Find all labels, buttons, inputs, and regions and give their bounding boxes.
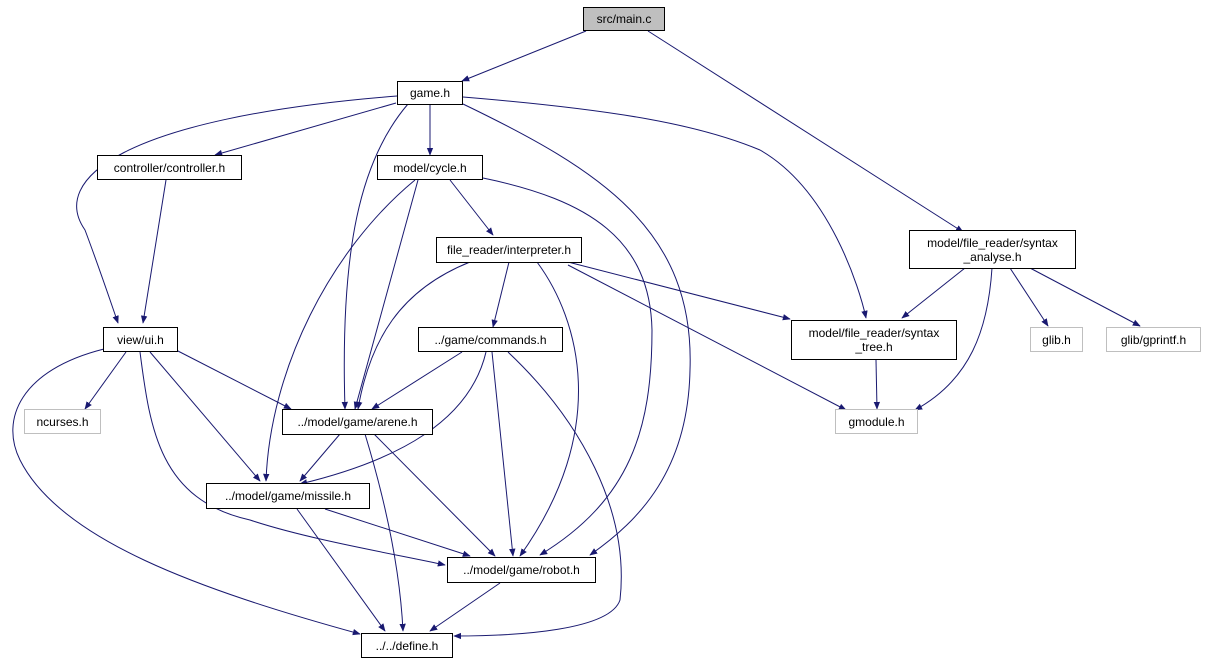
- edge-commands-h-to-robot-h: [491, 351, 516, 557]
- node-ncurses-h-label: ncurses.h: [36, 414, 89, 429]
- edge-syntax-analyse-h-to-glib-h: [1009, 267, 1049, 327]
- node-syntax-tree-h-line1: model/file_reader/syntax: [808, 326, 940, 340]
- edge-game-h-to-syntax-tree-h: [462, 96, 868, 319]
- node-gmodule-h[interactable]: gmodule.h: [835, 409, 918, 434]
- node-gprintf-h[interactable]: glib/gprintf.h: [1106, 327, 1201, 352]
- node-ui-h[interactable]: view/ui.h: [103, 327, 178, 352]
- edge-controller-h-to-ui-h: [140, 179, 167, 324]
- edge-syntax-analyse-h-to-syntax-tree-h: [901, 267, 966, 319]
- edge-ui-h-to-missile-h: [149, 351, 261, 482]
- node-main-c-label: src/main.c: [596, 12, 652, 26]
- node-define-h-label: ../../define.h: [375, 638, 439, 653]
- node-gprintf-h-label: glib/gprintf.h: [1120, 332, 1187, 347]
- node-game-h-label: game.h: [409, 86, 451, 100]
- edge-commands-h-to-arene-h: [371, 351, 463, 410]
- node-interpreter-h-label: file_reader/interpreter.h: [446, 243, 572, 257]
- node-glib-h-label: glib.h: [1042, 332, 1071, 347]
- edge-interpreter-h-to-arene-h: [356, 261, 471, 410]
- edge-cycle-h-to-arene-h: [353, 179, 419, 410]
- node-syntax-analyse-h-line2: _analyse.h: [963, 249, 1022, 264]
- edge-game-h-to-robot-h: [462, 103, 691, 556]
- node-arene-h-label: ../model/game/arene.h: [297, 415, 418, 429]
- edge-game-h-to-arene-h: [341, 103, 409, 410]
- edge-cycle-h-to-interpreter-h: [449, 179, 494, 236]
- node-arene-h[interactable]: ../model/game/arene.h: [282, 409, 433, 435]
- edge-interpreter-h-to-gmodule-h: [567, 264, 847, 411]
- node-robot-h-label: ../model/game/robot.h: [463, 563, 580, 577]
- node-syntax-tree-h-line2: _tree.h: [855, 340, 893, 354]
- edge-arene-h-to-robot-h: [373, 433, 496, 557]
- node-missile-h-label: ../model/game/missile.h: [224, 489, 352, 503]
- node-define-h[interactable]: ../../define.h: [361, 633, 453, 658]
- edge-interpreter-h-to-syntax-tree-h: [567, 261, 791, 321]
- node-syntax-analyse-h-line1: model/file_reader/syntax: [927, 235, 1058, 250]
- edge-arene-h-to-missile-h: [299, 433, 341, 482]
- node-main-c[interactable]: src/main.c: [583, 7, 665, 31]
- node-commands-h-label: ../game/commands.h: [434, 332, 547, 347]
- edge-robot-h-to-define-h: [429, 582, 501, 632]
- edge-game-h-to-ui-h: [76, 95, 398, 324]
- edge-ui-h-to-define-h: [12, 348, 361, 636]
- edge-cycle-h-to-robot-h: [482, 177, 653, 556]
- node-ui-h-label: view/ui.h: [117, 332, 164, 347]
- edge-ui-h-to-arene-h: [175, 349, 292, 410]
- edge-missile-h-to-robot-h: [324, 508, 471, 557]
- node-interpreter-h[interactable]: file_reader/interpreter.h: [436, 237, 582, 263]
- node-syntax-analyse-h[interactable]: model/file_reader/syntax _analyse.h: [909, 230, 1076, 269]
- node-syntax-tree-h[interactable]: model/file_reader/syntax _tree.h: [791, 320, 957, 360]
- edge-ui-h-to-ncurses-h: [84, 351, 127, 410]
- node-gmodule-h-label: gmodule.h: [848, 414, 905, 429]
- node-cycle-h-label: model/cycle.h: [393, 160, 467, 175]
- node-ncurses-h[interactable]: ncurses.h: [24, 409, 101, 434]
- edge-cycle-h-to-missile-h: [263, 179, 416, 482]
- node-missile-h[interactable]: ../model/game/missile.h: [206, 483, 370, 509]
- node-robot-h[interactable]: ../model/game/robot.h: [447, 557, 596, 583]
- edge-commands-h-to-define-h: [453, 351, 622, 640]
- node-game-h[interactable]: game.h: [397, 81, 463, 105]
- node-glib-h[interactable]: glib.h: [1030, 327, 1083, 352]
- node-controller-h-label: controller/controller.h: [113, 160, 226, 175]
- edge-syntax-tree-h-to-gmodule-h: [873, 359, 881, 410]
- node-controller-h[interactable]: controller/controller.h: [97, 155, 242, 180]
- edge-missile-h-to-define-h: [296, 508, 386, 632]
- edge-arene-h-to-define-h: [364, 433, 406, 632]
- edge-syntax-analyse-h-to-gmodule-h: [914, 267, 993, 411]
- edge-syntax-analyse-h-to-gprintf-h: [1029, 267, 1141, 327]
- node-cycle-h[interactable]: model/cycle.h: [377, 155, 483, 180]
- edge-ui-h-to-robot-h: [139, 351, 446, 567]
- edge-main-c-to-game-h: [461, 30, 587, 82]
- edge-interpreter-h-to-robot-h: [519, 261, 579, 557]
- node-commands-h[interactable]: ../game/commands.h: [418, 327, 563, 352]
- edge-main-c-to-syntax-analyse-h: [647, 30, 964, 233]
- edge-interpreter-h-to-commands-h: [491, 261, 510, 328]
- edge-game-h-to-controller-h: [214, 102, 397, 157]
